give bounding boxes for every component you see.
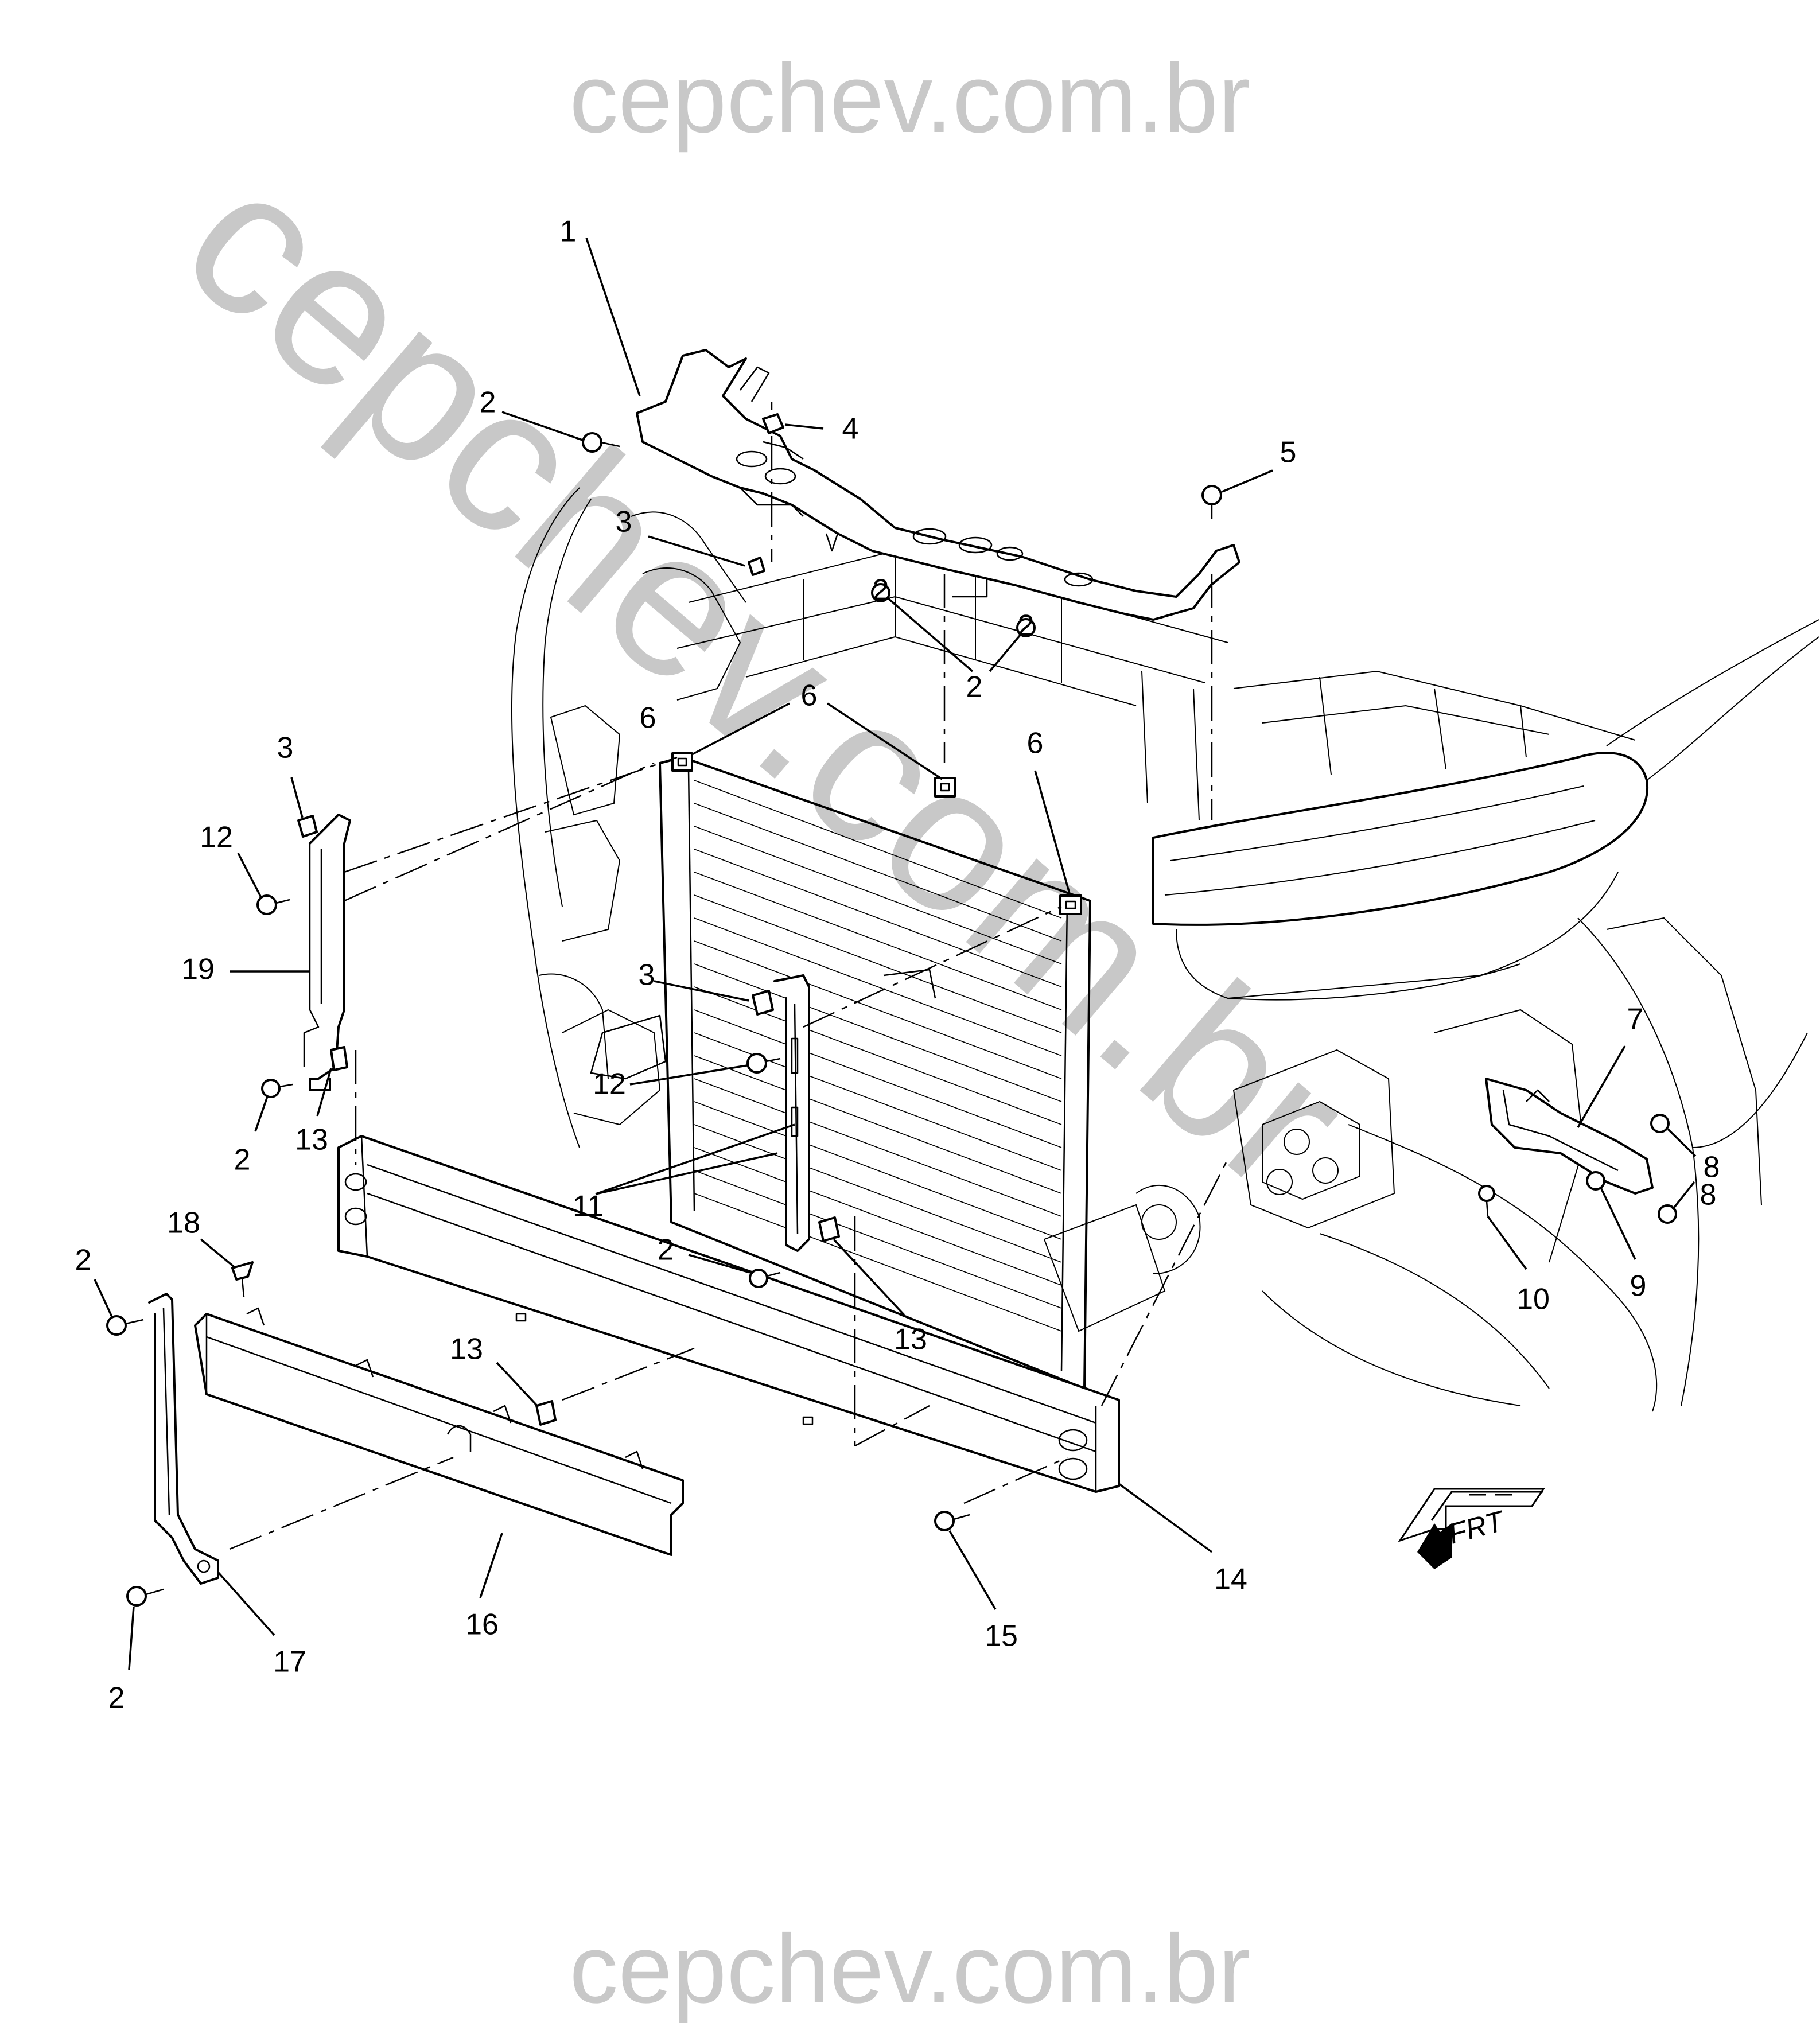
callout-label: 19	[181, 953, 215, 986]
bolt-icon	[934, 1511, 970, 1531]
center-radiator-bracket	[773, 974, 810, 1252]
callout-label: 4	[842, 413, 859, 446]
callout-label: 8	[1704, 1151, 1720, 1184]
push-pin-icon	[231, 1261, 254, 1297]
right-hood-latch-bracket	[1485, 1078, 1654, 1195]
callout-label: 2	[658, 1234, 674, 1267]
nut-icon	[1658, 1204, 1677, 1224]
callout-label: 17	[273, 1646, 306, 1679]
bolt-icon	[261, 1079, 293, 1098]
callout-label: 13	[450, 1333, 483, 1366]
callout-label: 12	[593, 1068, 626, 1101]
radiator-condenser-module	[590, 756, 1091, 1390]
callout-label: 10	[1516, 1283, 1550, 1316]
leader-lines	[94, 238, 1697, 1670]
watermark-bottom: cepchev.com.br	[569, 1915, 1250, 2024]
callout-label: 16	[465, 1608, 499, 1642]
front-arrow-label: FRT	[1445, 1504, 1509, 1550]
watermark-top: cepchev.com.br	[569, 44, 1250, 153]
bolt-icon	[746, 1053, 781, 1074]
clip-icon	[297, 815, 318, 838]
callout-label: 11	[573, 1190, 604, 1223]
bumper-impact-bar	[337, 1135, 1120, 1493]
callout-label: 2	[480, 386, 496, 419]
bolt-icon	[106, 1315, 144, 1336]
callout-label: 7	[1627, 1003, 1644, 1036]
bolt-icon	[1586, 1171, 1605, 1191]
upper-tie-bar	[636, 349, 1240, 621]
bolt-icon	[1016, 618, 1036, 637]
callout-label: 1	[560, 215, 577, 248]
nut-icon	[1059, 894, 1082, 915]
alignment-lines	[229, 436, 1229, 1550]
callout-label: 13	[295, 1123, 328, 1157]
clip-icon	[818, 1216, 840, 1242]
callout-label: 2	[966, 671, 983, 704]
bolt-icon	[871, 583, 890, 602]
left-radiator-bracket	[303, 814, 351, 1091]
callout-label: 2	[234, 1144, 251, 1177]
callout-label: 12	[200, 821, 233, 854]
callout-label: 3	[277, 732, 294, 765]
front-direction-arrow	[1398, 1488, 1545, 1569]
clip-icon	[330, 1046, 348, 1071]
callout-label: 5	[1280, 436, 1297, 469]
callout-label: 2	[75, 1244, 92, 1277]
callout-label: 15	[985, 1620, 1018, 1653]
callout-label: 6	[640, 702, 656, 735]
bolt-icon	[749, 1269, 781, 1288]
bolt-icon	[126, 1586, 164, 1607]
callout-label: 3	[639, 959, 655, 992]
callout-label: 2	[1018, 609, 1035, 643]
clip-icon	[762, 402, 784, 434]
callout-label: 6	[1027, 727, 1044, 760]
bolt-icon	[256, 894, 290, 915]
callout-labels: 1 2 2 4 5 3 2 2 6 6 3 12 19 6 3 12 2 13 …	[75, 215, 1720, 1715]
callout-label: 2	[873, 574, 889, 607]
clip-icon	[535, 1400, 557, 1426]
bumper-energy-absorber	[194, 1307, 684, 1556]
callout-label: 13	[894, 1323, 927, 1356]
nut-icon	[934, 777, 956, 798]
clip-icon	[752, 990, 774, 1016]
bolt-icon	[1201, 485, 1222, 519]
callout-label: 6	[801, 679, 818, 713]
callout-label: 3	[616, 505, 632, 539]
callout-label: 8	[1700, 1179, 1717, 1212]
callout-label: 9	[1630, 1270, 1647, 1303]
callout-label: 2	[108, 1682, 125, 1715]
lower-left-bracket	[148, 1293, 219, 1585]
stud-icon	[1478, 1185, 1495, 1217]
clip-icon	[748, 557, 765, 576]
fasteners	[106, 402, 1677, 1607]
bolt-icon	[582, 432, 620, 453]
vehicle-front-structure	[511, 487, 1819, 1412]
callout-label: 18	[167, 1207, 200, 1240]
callout-label: 14	[1214, 1563, 1247, 1596]
nut-icon	[1650, 1114, 1670, 1133]
nut-icon	[671, 752, 693, 772]
